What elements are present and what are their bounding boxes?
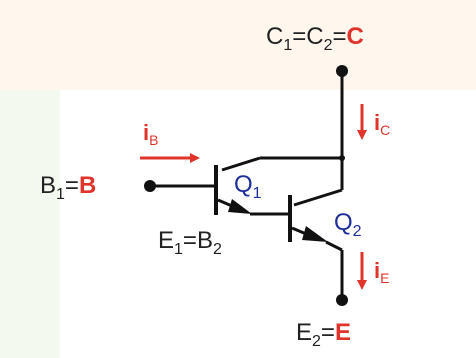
base-label: B1=B [40, 172, 96, 203]
q1-label: Q1 [234, 171, 262, 202]
background-band-left [0, 90, 60, 358]
q2-label: Q2 [334, 209, 362, 240]
emitter-label: E2=E [296, 319, 351, 350]
q2-emitter-arrow [302, 226, 328, 242]
q2-collector-lead [293, 188, 343, 207]
collector-current-label: iC [374, 110, 390, 138]
collector-label: C1=C2=C [266, 23, 364, 54]
emitter1-label: E1=B2 [158, 227, 222, 258]
q1-collector-lead [221, 156, 261, 172]
emitter-terminal [336, 294, 348, 306]
emitter-current-label: iE [374, 258, 389, 286]
base-current-label: iB [143, 120, 158, 148]
q1-emitter-arrow [228, 199, 252, 214]
q2-emitter-bend [325, 240, 343, 252]
background-band-top [0, 0, 476, 90]
